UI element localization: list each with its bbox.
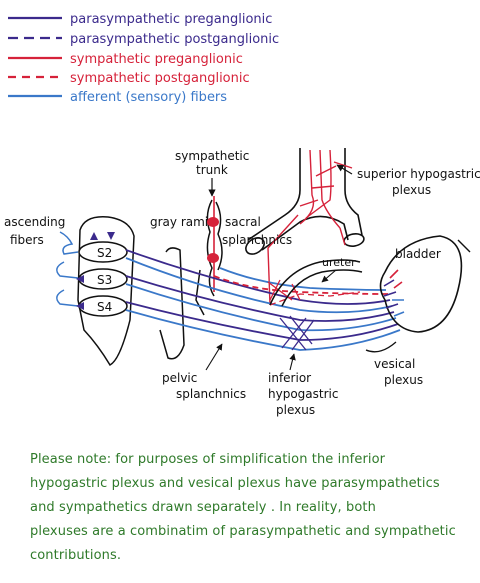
para-fiber-2 [125, 275, 395, 322]
ascending-arrows [76, 232, 115, 310]
symp-post-fiber-1 [213, 275, 389, 295]
arrow-pelvic [205, 343, 223, 371]
arrow-left-s3 [76, 275, 84, 283]
bladder-apex [457, 239, 471, 253]
legend: parasympathetic preganglionic parasympat… [8, 12, 279, 105]
ascending-fiber-loops [56, 231, 79, 307]
label-symp-trunk-2: trunk [196, 163, 228, 177]
sacrum-body [77, 216, 135, 366]
note-line-4: plexuses are a combinatim of parasympath… [30, 524, 456, 539]
segment-s2: S2 [78, 241, 128, 263]
vesical-plexus [383, 269, 405, 317]
legend-label-para-pre: parasympathetic preganglionic [70, 12, 272, 27]
trunk-ganglion-1 [207, 217, 219, 227]
simplification-note: Please note: for purposes of simplificat… [30, 448, 476, 568]
label-symp-trunk-1: sympathetic [175, 149, 249, 163]
label-s2: S2 [97, 246, 112, 260]
legend-para-post: parasympathetic postganglionic [8, 32, 279, 47]
asc-loop-1 [59, 231, 79, 255]
label-sacral-1: sacral [225, 215, 261, 229]
hypogastric-nerve-right [339, 227, 346, 246]
ureter-tube-1 [269, 259, 361, 306]
legend-symp-pre: sympathetic preganglionic [8, 52, 243, 67]
ureter-tube-2 [281, 269, 363, 307]
legend-afferent: afferent (sensory) fibers [8, 90, 227, 105]
inf-plexus-hatch [279, 315, 315, 351]
legend-label-afferent: afferent (sensory) fibers [70, 90, 227, 105]
arrow-left-s4 [76, 302, 84, 310]
hypogastric-nerve-left [267, 214, 299, 306]
sacrum-edge [195, 269, 205, 316]
legend-label-symp-pre: sympathetic preganglionic [70, 52, 243, 67]
label-ascending-2: fibers [10, 233, 44, 247]
trunk-ganglion-2 [207, 253, 219, 263]
segment-s4: S4 [78, 295, 128, 317]
sacrum-wing [159, 247, 185, 360]
ureter [269, 259, 363, 307]
superior-plexus-fibers [267, 149, 353, 306]
bladder-outline [379, 235, 463, 333]
label-gray-rami: gray rami [150, 215, 208, 229]
sup-fiber-3 [305, 149, 332, 219]
sympathetic-trunk [206, 196, 223, 297]
label-ureter: ureter [322, 256, 356, 269]
aff-fiber-3 [125, 309, 401, 351]
note-line-5: contributions. [30, 548, 122, 563]
label-sacral-2: splanchnics [222, 233, 292, 247]
note-line-2: hypogastric plexus and vesical plexus ha… [30, 476, 440, 491]
trunk-outline-right [215, 201, 223, 271]
label-bladder: bladder [395, 247, 441, 261]
arrow-ureter [321, 269, 337, 283]
asc-loop-2 [56, 261, 79, 279]
segment-s3: S3 [78, 268, 128, 290]
label-superior-2: plexus [392, 183, 431, 197]
label-pelvic-2: splanchnics [176, 387, 246, 401]
legend-label-symp-post: sympathetic postganglionic [70, 71, 250, 86]
vesical-endings-para [383, 279, 399, 309]
para-fiber-3 [125, 301, 399, 341]
bladder: bladder [379, 235, 471, 333]
legend-symp-post: sympathetic postganglionic [8, 71, 250, 86]
aorta-inner-fork [261, 215, 349, 251]
sup-fiber-branch [333, 161, 353, 169]
sup-fiber-2 [319, 149, 341, 229]
label-ascending-1: ascending [4, 215, 65, 229]
legend-para-pre: parasympathetic preganglionic [8, 12, 272, 27]
sup-fiber-cross [299, 165, 337, 207]
note-line-1: Please note: for purposes of simplificat… [30, 452, 386, 467]
segment-s2-body [78, 241, 128, 263]
aff-fiber-sacral [219, 267, 387, 291]
aorta-left-outer [247, 148, 301, 241]
label-vesical-1: vesical [374, 357, 415, 371]
arrow-down-s2 [107, 232, 115, 240]
label-vesical-2: plexus [384, 373, 423, 387]
sup-fiber-1 [299, 149, 315, 225]
sacrum [77, 216, 205, 366]
vesical-bracket [365, 341, 397, 353]
legend-label-para-post: parasympathetic postganglionic [70, 32, 279, 47]
label-inferior-3: plexus [276, 403, 315, 417]
label-inferior-1: inferior [268, 371, 311, 385]
vesical-endings-symp [389, 269, 403, 289]
note-line-3: and sympathetics drawn separately . In r… [30, 500, 376, 515]
aorta-right-outer [344, 148, 363, 236]
label-inferior-2: hypogastric [268, 387, 338, 401]
arrow-up-s2 [90, 232, 98, 240]
pelvic-nerve-bundle [125, 249, 401, 351]
label-superior-1: superior hypogastric [357, 167, 480, 181]
aff-fiber-1 [125, 257, 393, 314]
label-s4: S4 [97, 300, 112, 314]
label-pelvic-1: pelvic [162, 371, 197, 385]
vesical-endings-aff [392, 299, 405, 317]
trunk-outline [206, 199, 215, 297]
label-s3: S3 [97, 273, 112, 287]
arrow-superior [336, 164, 353, 175]
asc-loop-3 [56, 289, 79, 307]
aorta-left-end [245, 237, 265, 255]
arrow-inferior [289, 353, 296, 371]
inferior-hypogastric-plexus [279, 315, 315, 351]
